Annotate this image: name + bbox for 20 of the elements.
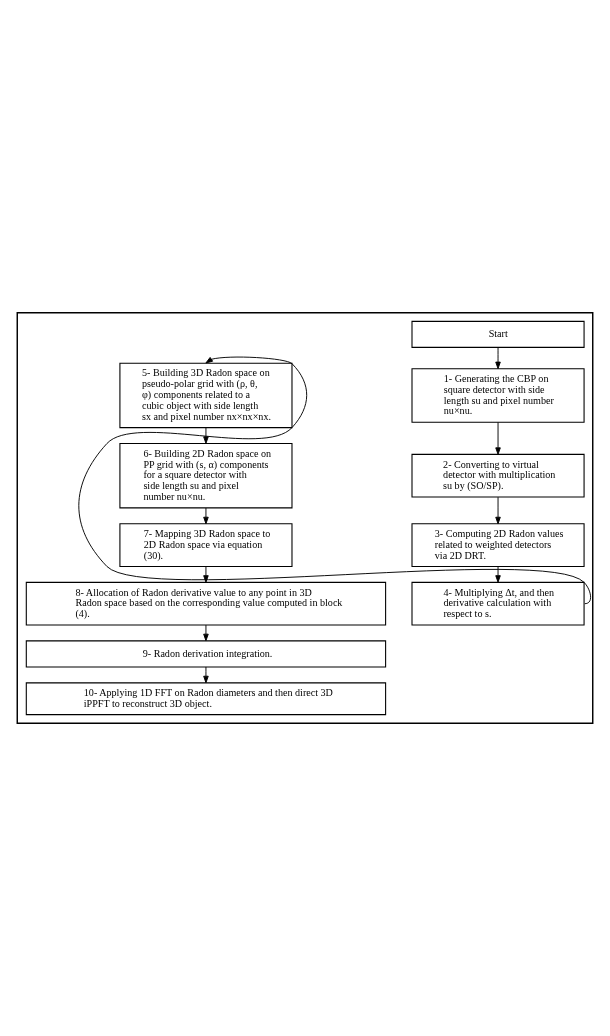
node-box: 2- Converting to virtual detector with multiplication su by (SO/SP). xyxy=(411,453,585,498)
node-box: 8- Allocation of Radon derivative value to any point in 3D Radon space based on the corresponding value computed in block (4). xyxy=(25,581,387,626)
arrow xyxy=(203,507,209,525)
arrow xyxy=(495,496,501,525)
node-box: 7- Mapping 3D Radon space to 2D Radon space via equation (30). xyxy=(119,523,293,567)
arrow xyxy=(495,566,501,583)
node-box: 6- Building 2D Radon space on PP grid with (s, α) components for a square detector with side length su and pixel number nu×nu. xyxy=(119,443,293,509)
arrow xyxy=(203,624,209,642)
node-box: 9- Radon derivation integration. xyxy=(25,640,387,668)
node-box: 4- Multiplying Δt, and then derivative calculation with respect to s. xyxy=(411,581,585,626)
arrow xyxy=(495,421,501,455)
node-box: Start xyxy=(411,320,585,348)
arrow xyxy=(203,566,209,583)
node-box: 5- Building 3D Radon space on pseudo-polar grid with (ρ, θ, φ) components related to a cubic object with side length sx and pixel number nx×nx×nx. xyxy=(119,362,293,429)
arrow xyxy=(203,427,209,444)
arrow xyxy=(495,346,501,370)
node-box: 1- Generating the CBP on square detector with side length su and pixel number nu×nu. xyxy=(411,368,585,423)
arrow xyxy=(203,666,209,684)
node-box: 3- Computing 2D Radon values related to weighted detectors via 2D DRT. xyxy=(411,523,585,567)
node-box: 10- Applying 1D FFT on Radon diameters and then direct 3D iPPFT to reconstruct 3D object. xyxy=(25,682,387,716)
